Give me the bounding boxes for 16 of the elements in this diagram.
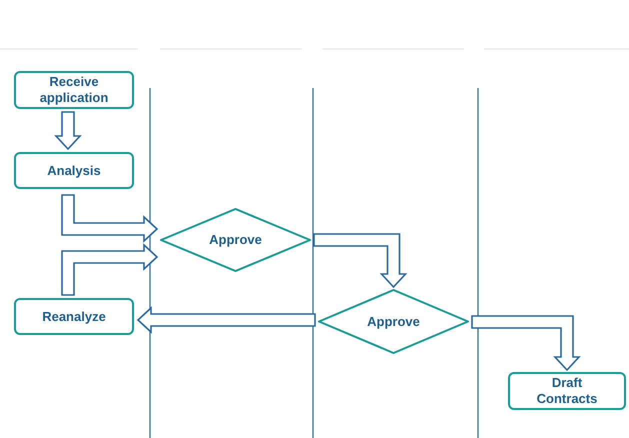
block-arrow: [313, 233, 408, 288]
block-arrow: [471, 315, 581, 372]
node-label: Approve: [367, 314, 420, 330]
process-box: [14, 152, 134, 189]
node-label: Reanalyze: [42, 308, 106, 324]
block-arrow: [136, 306, 316, 334]
node-label: Approve: [209, 232, 262, 248]
block-arrow: [61, 194, 158, 243]
process-box: [14, 71, 134, 109]
block-arrow: [61, 243, 158, 296]
node-label: Analysis: [47, 162, 101, 178]
node-label: Draft Contracts: [536, 375, 598, 407]
block-arrow: [54, 111, 82, 150]
process-box: [508, 372, 626, 410]
node-label: Receive application: [38, 74, 110, 106]
process-box: [14, 298, 134, 335]
